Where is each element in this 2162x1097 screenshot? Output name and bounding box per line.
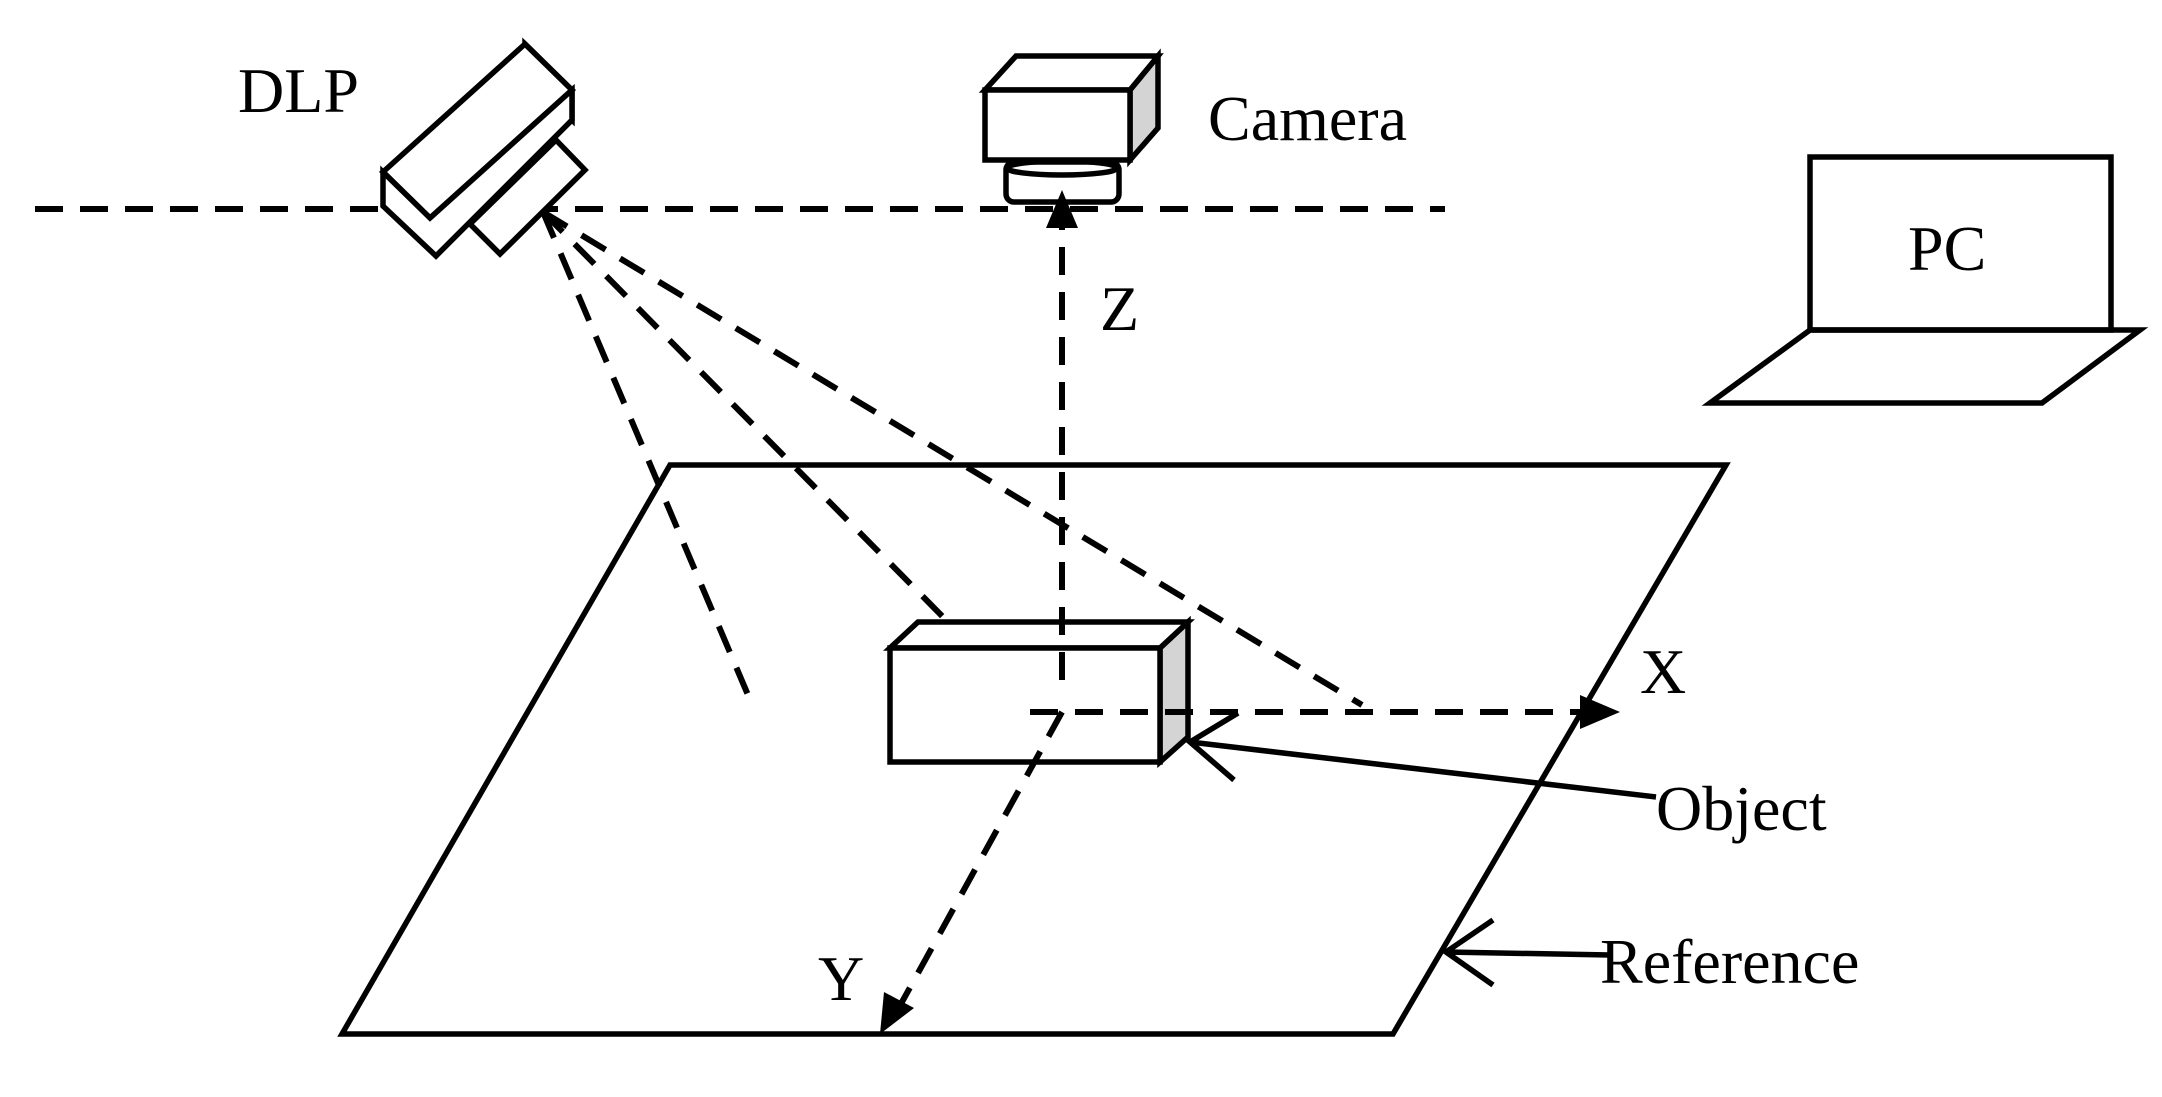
projection-ray-middle <box>540 209 1033 708</box>
z-axis-label: Z <box>1100 273 1139 344</box>
camera-body-top <box>978 53 1164 93</box>
dlp-projector-body <box>380 83 575 260</box>
reference-label: Reference <box>1600 926 1859 997</box>
camera-lens-rim <box>1004 158 1120 178</box>
object-label: Object <box>1656 773 1827 844</box>
z-axis-arrowhead <box>1046 190 1078 228</box>
camera <box>978 48 1164 205</box>
y-axis-label: Y <box>818 943 864 1014</box>
reference-pointer-shaft <box>1445 949 1611 958</box>
pc-label: PC <box>1908 213 1986 284</box>
projection-ray-right <box>541 209 1364 708</box>
reference-pointer-head <box>1441 917 1495 988</box>
object-box-front <box>887 645 1163 765</box>
projection-rays <box>540 209 1364 708</box>
object-pointer-arrow <box>1185 710 1657 800</box>
x-axis-label: X <box>1640 636 1686 707</box>
reference-pointer-arrow <box>1441 917 1611 988</box>
object-box <box>882 615 1196 769</box>
reference-plane <box>337 462 1731 1037</box>
dlp-projector <box>378 37 589 260</box>
dlp-projector-lens <box>466 136 589 258</box>
y-axis-arrowhead <box>880 992 914 1034</box>
object-box-top <box>882 619 1196 651</box>
y-axis-line <box>899 710 1065 1004</box>
x-axis-arrowhead <box>1580 695 1620 729</box>
object-pointer-shaft <box>1189 739 1657 800</box>
camera-label: Camera <box>1208 83 1407 154</box>
pc-keyboard-base <box>1701 327 2149 406</box>
dlp-label: DLP <box>238 55 359 126</box>
object-pointer-head <box>1185 710 1240 783</box>
pc-laptop <box>1701 154 2149 406</box>
camera-body-front <box>982 87 1133 163</box>
projection-ray-left <box>540 210 751 697</box>
